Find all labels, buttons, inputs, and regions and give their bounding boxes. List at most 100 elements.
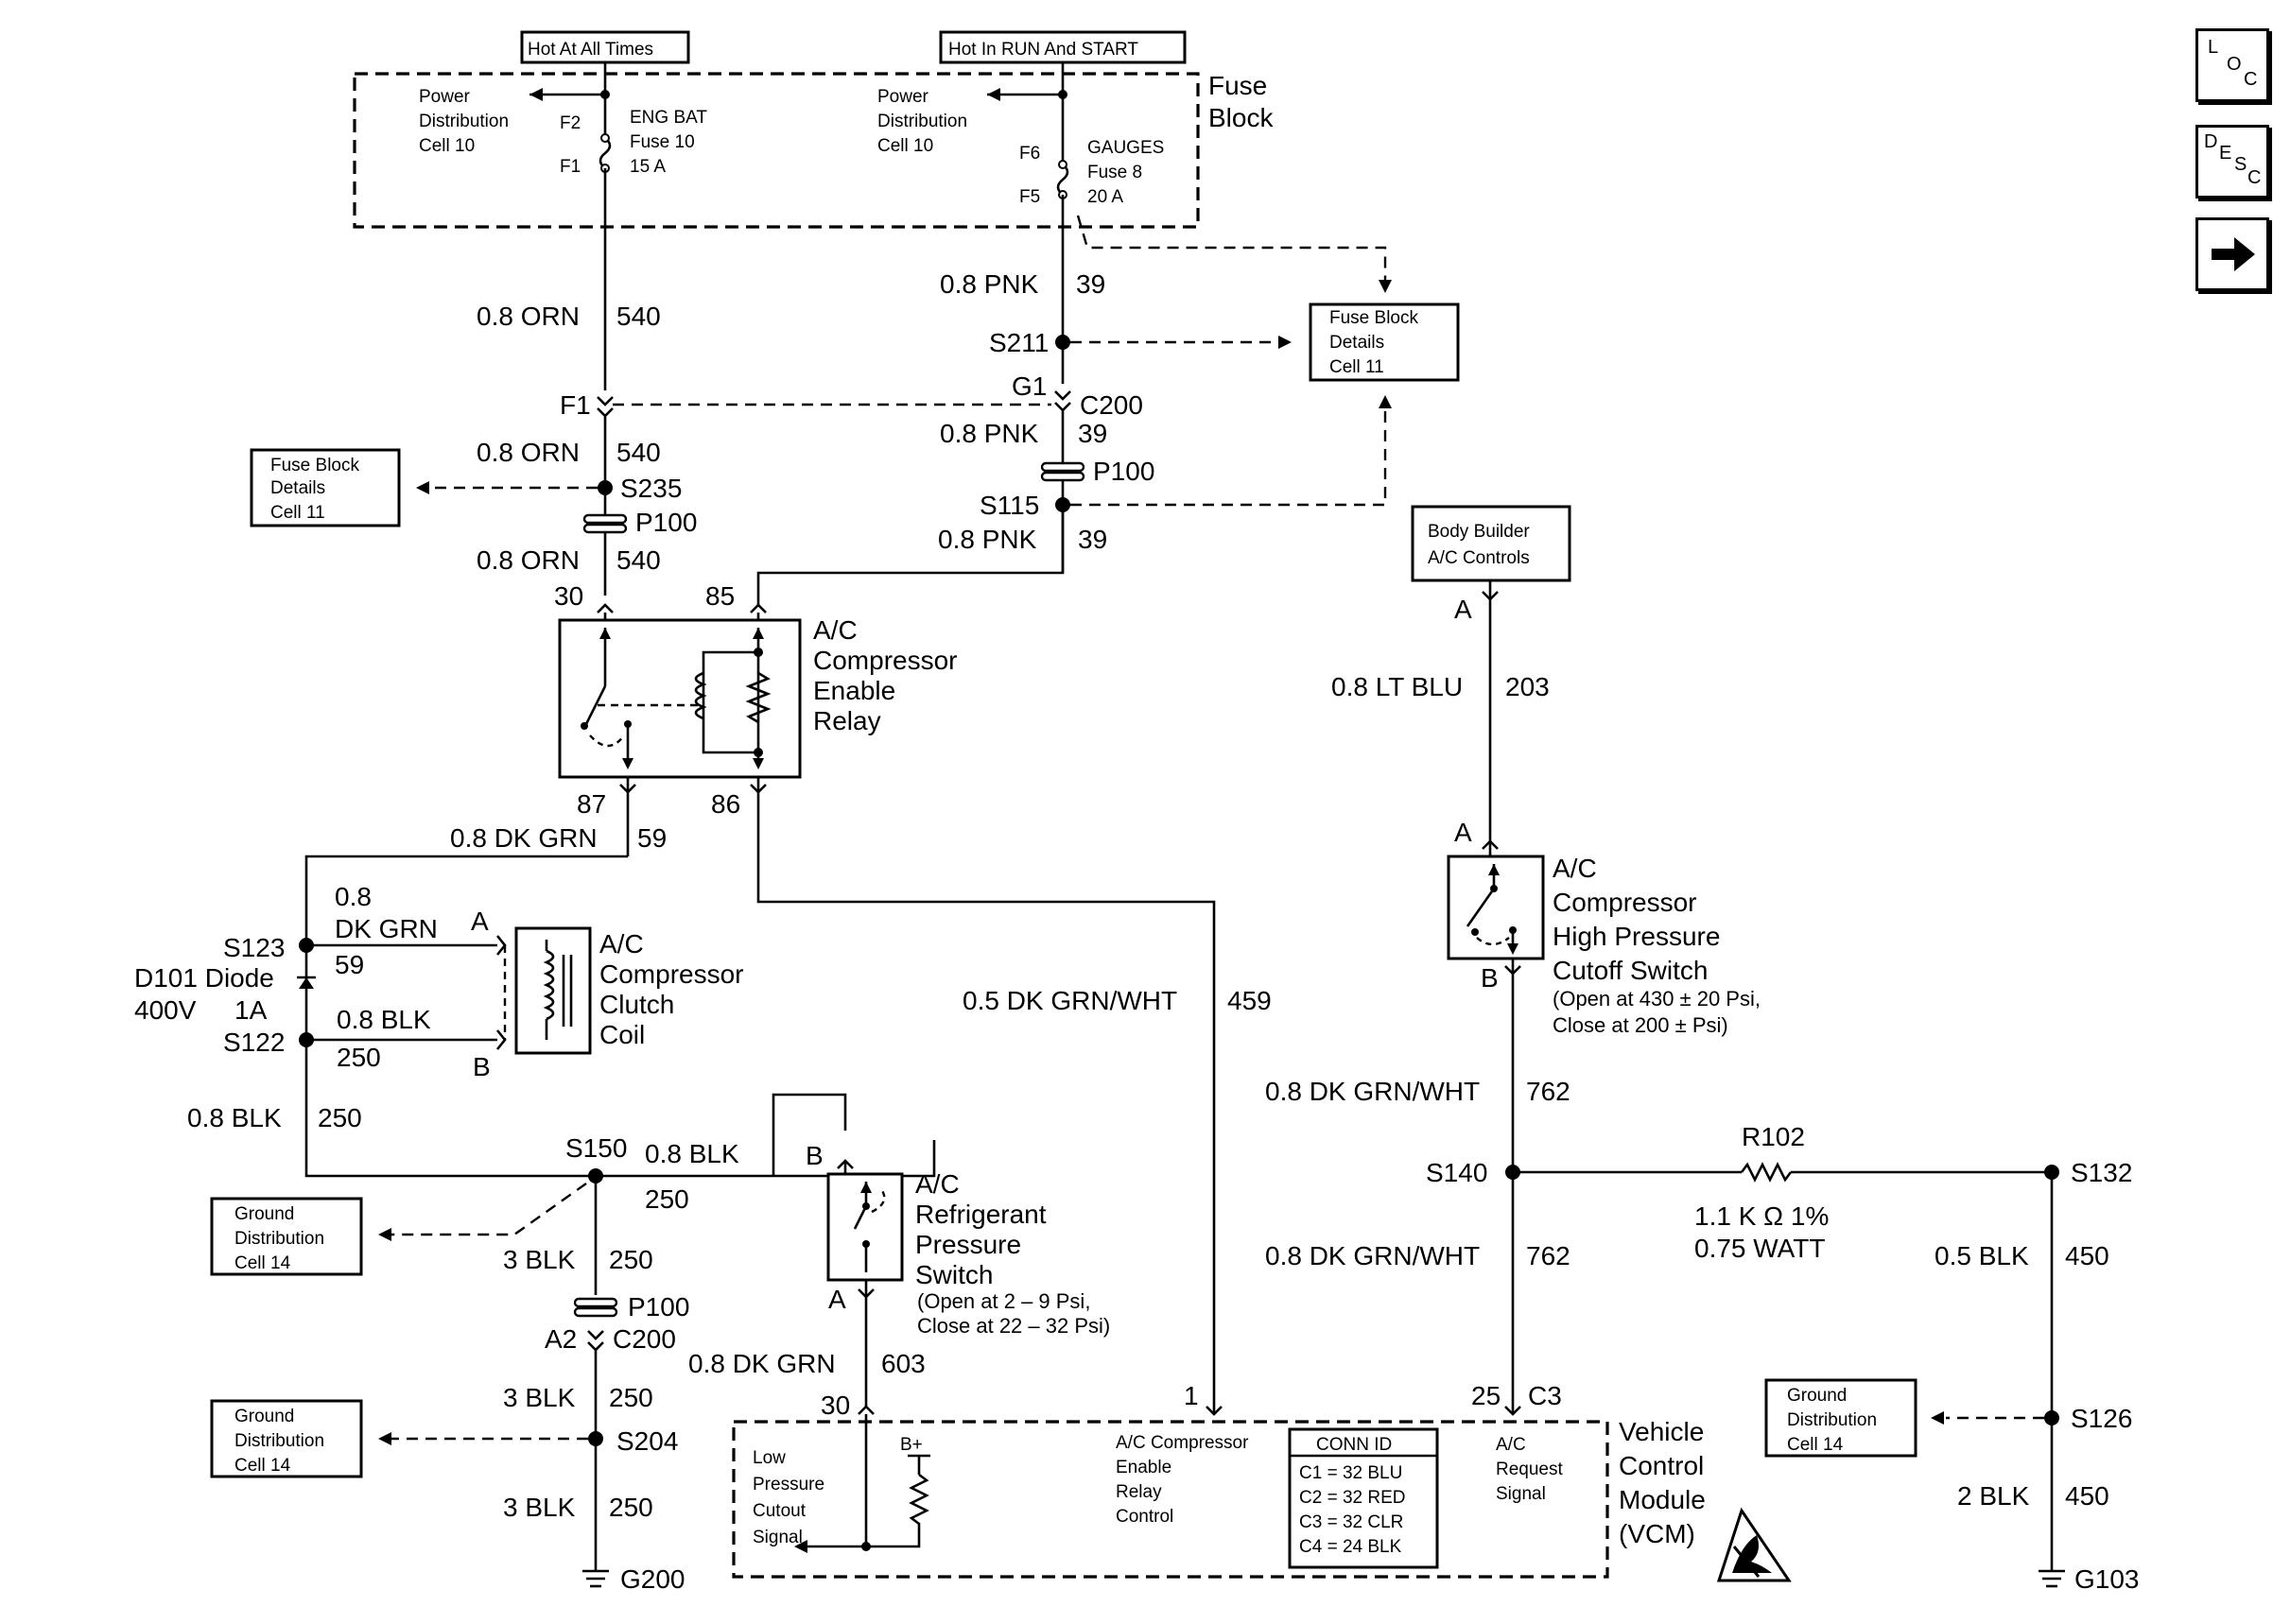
ltblu-203-circ: 203: [1505, 672, 1550, 701]
p100-right-top: [1040, 461, 1085, 473]
vcm-name-2: Control: [1619, 1451, 1704, 1480]
desc-button[interactable]: D E S C: [2195, 125, 2269, 199]
p100-right-label: P100: [1093, 457, 1154, 486]
rps-note-1: (Open at 2 – 9 Psi,: [917, 1289, 1090, 1313]
gnd3-1: Ground: [1787, 1386, 1847, 1406]
blk-250-gauge-c: 0.8 BLK: [645, 1139, 739, 1168]
clutch-b: B: [473, 1052, 491, 1081]
fuse-block-details-left[interactable]: [250, 448, 401, 527]
blk3-250-circ-a: 250: [609, 1245, 653, 1274]
ground-g200-icon: [582, 1569, 609, 1588]
s115-label: S115: [980, 491, 1039, 520]
orn-540-gauge-3: 0.8 ORN: [477, 545, 580, 575]
conn-c2: C2 = 32 RED: [1299, 1488, 1405, 1508]
blk05-450-gauge: 0.5 BLK: [1935, 1241, 2029, 1270]
ground-dist-3[interactable]: [1764, 1378, 1917, 1458]
conn-id-table: [1288, 1427, 1439, 1569]
gnd3-2: Distribution: [1787, 1410, 1877, 1430]
clutch-name-4: Coil: [599, 1020, 645, 1049]
dkgrnwht-459-circ: 459: [1227, 986, 1272, 1015]
pd-right-2: Distribution: [877, 112, 967, 131]
vcm-relay-ctrl-2: Enable: [1116, 1458, 1171, 1477]
eng-bat-2: Fuse 10: [630, 132, 695, 152]
hp-pin-a: A: [1454, 818, 1472, 847]
orn-540-circ-1: 540: [616, 302, 661, 331]
relay-pin-86: 86: [711, 789, 740, 819]
s123-circ: 59: [335, 950, 364, 979]
r102-value: 1.1 K Ω 1%: [1694, 1201, 1829, 1231]
body-builder-box[interactable]: [1411, 505, 1571, 582]
s140-label: S140: [1426, 1158, 1487, 1187]
gnd2-1: Ground: [234, 1407, 294, 1426]
conn-c1: C1 = 32 BLU: [1299, 1463, 1402, 1483]
clutch-name-1: A/C: [599, 929, 644, 959]
ltblu-203-gauge: 0.8 LT BLU: [1331, 672, 1463, 701]
wiring-diagram: Fuse Block Hot At All Times Hot In RUN A…: [134, 30, 2140, 1594]
pd-left-3: Cell 10: [419, 136, 475, 156]
s204-label: S204: [616, 1426, 678, 1456]
orn-540-gauge-2: 0.8 ORN: [477, 438, 580, 467]
rps-name-1: A/C: [915, 1169, 960, 1199]
vcm-request-1: A/C: [1496, 1435, 1526, 1455]
dkgrn-603-gauge: 0.8 DK GRN: [688, 1349, 836, 1378]
next-button[interactable]: [2195, 217, 2269, 291]
right-arrow-icon: [2212, 237, 2255, 271]
hp-cutoff-switch: [1447, 855, 1545, 960]
pnk-39-circ-2: 39: [1078, 419, 1107, 448]
dkgrnwht-762-circ-b: 762: [1526, 1241, 1570, 1270]
vcm-pin-30: 30: [821, 1391, 850, 1420]
pnk-39-gauge-3: 0.8 PNK: [938, 525, 1037, 554]
body-builder-2: A/C Controls: [1428, 548, 1530, 568]
vcm-name-3: Module: [1619, 1485, 1706, 1514]
eng-bat-1: ENG BAT: [630, 108, 707, 128]
hot-all-times-label: Hot At All Times: [528, 40, 653, 60]
p100-left-label: P100: [635, 508, 697, 537]
f5-label: F5: [1019, 187, 1040, 207]
vcm-low-3: Cutout: [753, 1501, 807, 1521]
diode-amps: 1A: [234, 995, 268, 1025]
fuse-block-title-1: Fuse: [1208, 71, 1267, 100]
pnk-39-circ-3: 39: [1078, 525, 1107, 554]
fbd-left-3: Cell 11: [270, 503, 325, 523]
p100-bottom-bottom: [573, 1306, 618, 1318]
rps-a: A: [828, 1285, 846, 1314]
rps-note-2: Close at 22 – 32 Psi): [917, 1314, 1110, 1338]
blk3-250-gauge-c: 3 BLK: [503, 1493, 576, 1522]
r102-label: R102: [1742, 1122, 1805, 1151]
vcm-relay-ctrl-4: Control: [1116, 1507, 1173, 1527]
s123-gauge-1: 0.8: [335, 882, 372, 911]
p100-bottom-label: P100: [628, 1292, 689, 1322]
loc-button[interactable]: L O C: [2195, 28, 2269, 102]
relay-pin-85: 85: [705, 581, 735, 611]
pd-right-1: Power: [877, 87, 929, 107]
fbd-left-1: Fuse Block: [270, 456, 359, 475]
vcm-low-4: Signal: [753, 1528, 803, 1547]
vcm-relay-ctrl-1: A/C Compressor: [1116, 1433, 1249, 1453]
hot-run-start-label: Hot In RUN And START: [948, 40, 1138, 60]
orn-540-gauge-1: 0.8 ORN: [477, 302, 580, 331]
blk3-250-gauge-a: 3 BLK: [503, 1245, 576, 1274]
gauges-1: GAUGES: [1087, 138, 1164, 158]
f1-conn-label: F1: [560, 390, 591, 420]
r102-watt: 0.75 WATT: [1694, 1234, 1825, 1263]
ground-dist-2[interactable]: [210, 1399, 363, 1478]
f1-fuse-label: F1: [560, 157, 581, 177]
fuse-block-details-right[interactable]: [1309, 302, 1460, 382]
dkgrnwht-459-gauge: 0.5 DK GRN/WHT: [963, 986, 1177, 1015]
desc-e: E: [2219, 143, 2232, 164]
blk-250-circ-c: 250: [645, 1184, 689, 1214]
s211-label: S211: [989, 328, 1049, 357]
dkgrn-59-gauge: 0.8 DK GRN: [450, 823, 598, 853]
vcm-pin-1: 1: [1184, 1381, 1199, 1410]
fuse-block-title-2: Block: [1208, 103, 1274, 132]
s235-label: S235: [620, 474, 682, 503]
p100-left-bottom: [582, 523, 628, 534]
blk3-250-circ-b: 250: [609, 1383, 653, 1412]
conn-id-title: CONN ID: [1316, 1435, 1392, 1455]
vcm-low-2: Pressure: [753, 1475, 824, 1494]
dkgrnwht-762-gauge-b: 0.8 DK GRN/WHT: [1265, 1241, 1480, 1270]
hp-name-4: Cutoff Switch: [1553, 956, 1708, 985]
hp-name-3: High Pressure: [1553, 922, 1720, 951]
vcm-request-3: Signal: [1496, 1484, 1546, 1504]
ground-dist-1[interactable]: [210, 1197, 363, 1276]
